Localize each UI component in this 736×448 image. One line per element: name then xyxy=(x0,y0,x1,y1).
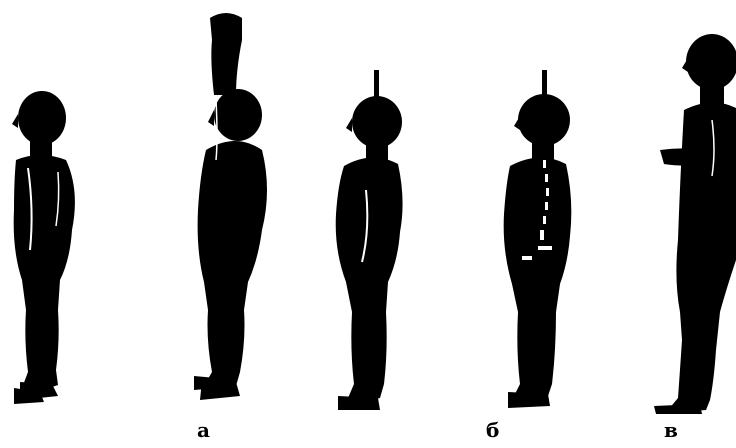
figure-3-posture-rod xyxy=(336,70,403,410)
figure-1-normal-posture xyxy=(12,91,75,404)
label-v: в xyxy=(664,420,678,440)
figure-4-spine-marked xyxy=(504,70,572,408)
figure-5-arms-crossed xyxy=(654,34,736,414)
label-b: б xyxy=(486,420,499,440)
figure-2-arms-raised xyxy=(194,13,267,400)
label-a: а xyxy=(197,420,210,440)
